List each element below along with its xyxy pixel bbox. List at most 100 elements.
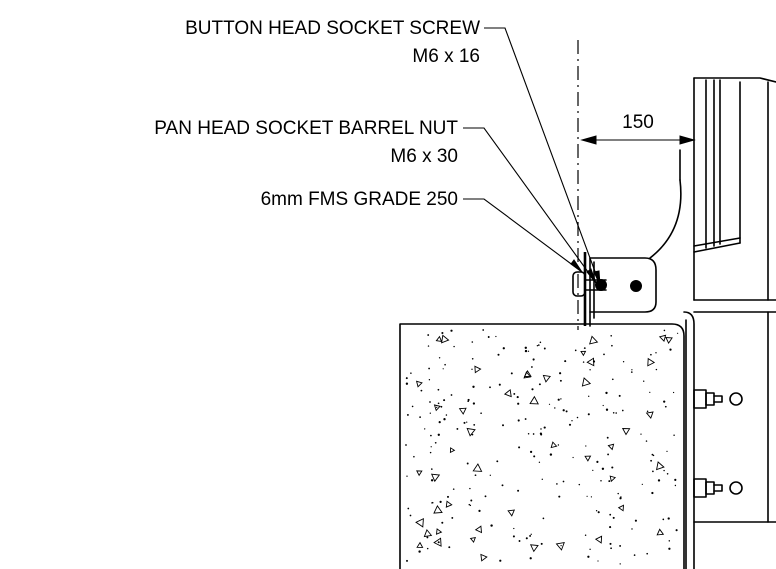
concrete-speck [674, 484, 677, 487]
concrete-speck [584, 534, 587, 536]
concrete-speck [437, 541, 440, 544]
concrete-aggregate [480, 553, 488, 562]
concrete-speck [405, 377, 408, 380]
concrete-speck [578, 483, 581, 486]
concrete-aggregate [430, 473, 441, 483]
concrete-aggregate [665, 337, 673, 345]
concrete-aggregate [472, 463, 483, 472]
dimension-value: 150 [622, 112, 654, 133]
concrete-speck [478, 509, 481, 513]
concrete-speck [470, 499, 473, 502]
anchor-plate-lower [693, 478, 707, 498]
concrete-speck [574, 349, 577, 352]
concrete-speck [674, 478, 677, 481]
concrete-speck [496, 460, 499, 463]
concrete-speck [595, 510, 598, 512]
concrete-speck [437, 388, 440, 391]
concrete-speck [466, 421, 468, 423]
concrete-speck [560, 544, 562, 547]
leader-plate-arrowhead [570, 259, 583, 273]
concrete-speck [429, 412, 431, 414]
concrete-speck [587, 555, 590, 558]
concrete-speck [606, 436, 609, 439]
concrete-speck [431, 501, 434, 504]
concrete-speck [548, 403, 551, 405]
concrete-speck [536, 345, 539, 347]
concrete-aggregate [581, 377, 592, 387]
concrete-speck [443, 399, 446, 402]
housing-top-edge [693, 77, 776, 83]
concrete-speck [411, 405, 414, 408]
concrete-speck [429, 401, 431, 403]
concrete-speck [663, 329, 666, 332]
concrete-speck [646, 552, 649, 555]
concrete-aggregate [503, 388, 512, 398]
concrete-speck [529, 557, 532, 560]
anchor-nut-upper [705, 392, 715, 406]
concrete-aggregate [542, 374, 552, 383]
concrete-speck [619, 497, 622, 500]
concrete-speck [441, 331, 444, 335]
concrete-speck [472, 402, 476, 405]
concrete-speck [430, 446, 432, 448]
concrete-speck [664, 405, 667, 408]
concrete-aggregate [469, 537, 476, 543]
concrete-aggregate [658, 334, 667, 342]
concrete-speck [645, 440, 648, 442]
concrete-speck [518, 540, 521, 542]
anchor-bolt-upper [693, 389, 743, 409]
concrete-speck [430, 479, 434, 482]
concrete-speck [666, 450, 668, 453]
concrete-speck [446, 495, 450, 498]
concrete-speck [434, 441, 437, 444]
concrete-speck [518, 446, 521, 449]
concrete-speck [489, 386, 491, 389]
concrete-speck [560, 398, 562, 400]
concrete-speck [662, 518, 665, 521]
concrete-speck [471, 358, 474, 360]
concrete-speck [571, 420, 573, 422]
concrete-speck [557, 444, 560, 446]
concrete-speck [602, 404, 604, 407]
concrete-speck [572, 456, 574, 459]
concrete-speck [517, 489, 520, 492]
concrete-speck [565, 410, 568, 413]
concrete-outline [399, 323, 685, 569]
concrete-speck [474, 474, 477, 477]
concrete-speck [466, 462, 469, 465]
callout-nut-name: PAN HEAD SOCKET BARREL NUT [154, 118, 458, 139]
concrete-speck [589, 548, 591, 551]
anchor-eye-upper [729, 392, 743, 406]
concrete-speck [542, 517, 545, 520]
concrete-speck [663, 400, 666, 403]
concrete-speck [538, 383, 541, 386]
concrete-speck [586, 495, 588, 497]
concrete-speck [562, 409, 565, 412]
concrete-speck [427, 334, 430, 336]
concrete-speck [596, 460, 599, 463]
concrete-speck [652, 470, 654, 473]
concrete-speck [525, 537, 528, 540]
concrete-speck [622, 361, 625, 363]
concrete-aggregate [529, 395, 539, 405]
concrete-speck [668, 547, 671, 550]
concrete-speck [667, 517, 670, 520]
concrete-speck [611, 344, 613, 347]
concrete-speck [482, 329, 485, 331]
housing-base-line-2 [693, 237, 741, 247]
concrete-speck [609, 526, 612, 529]
concrete-speck [672, 391, 675, 394]
anchor-plate-upper [693, 389, 707, 409]
bolt-hole [630, 280, 642, 292]
concrete-aggregate [466, 427, 476, 437]
concrete-speck [527, 350, 530, 352]
concrete-aggregate [555, 542, 565, 551]
concrete-aggregate [617, 504, 625, 512]
concrete-speck [609, 513, 612, 516]
concrete-speck [634, 519, 637, 522]
concrete-speck [655, 352, 657, 354]
bracket [572, 252, 657, 327]
concrete-speck [437, 402, 440, 405]
concrete-speck [424, 428, 426, 430]
